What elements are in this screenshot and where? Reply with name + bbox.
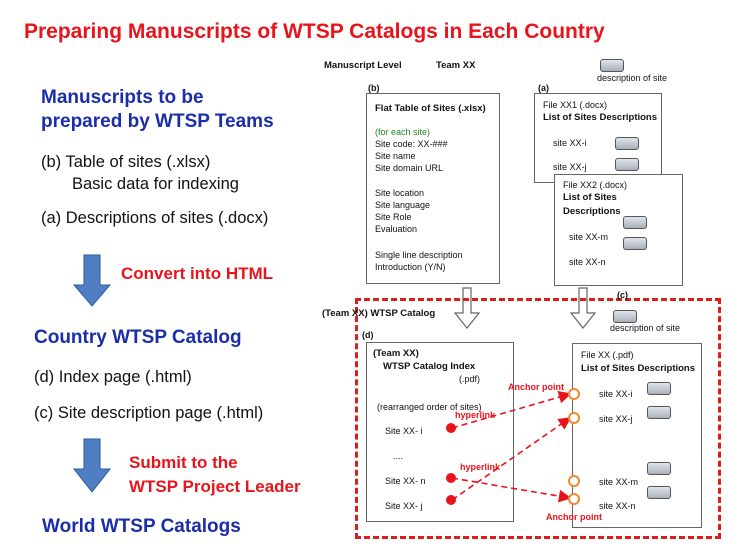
file-xx1-box: File XX1 (.docx) List of Sites Descripti… [534, 93, 662, 183]
description-pill-icon [600, 59, 624, 72]
description-pill-icon [623, 237, 647, 250]
field-site-language: Site language [375, 200, 431, 210]
field-evaluation: Evaluation [375, 224, 418, 234]
file-xx2-name: File XX2 (.docx) [563, 180, 628, 190]
file-xx1-title: List of Sites Descriptions [543, 112, 658, 123]
description-pill-icon [613, 310, 637, 323]
file-xx1-site-i: site XX-i [553, 138, 587, 148]
hyperlink-dot-n [446, 473, 456, 483]
hollow-arrow-a [569, 287, 597, 329]
file-xx2-site-m: site XX-m [569, 232, 609, 242]
field-site-name: Site name [375, 151, 416, 161]
catalog-legend: description of site [610, 323, 681, 333]
anchor-point-label-bottom: Anchor point [546, 512, 602, 522]
description-pill-icon [615, 158, 639, 171]
item-descriptions: (a) Descriptions of sites (.docx) [41, 209, 269, 227]
field-introduction: Introduction (Y/N) [375, 262, 446, 272]
hyperlink-label-mid: hyperlink [460, 462, 501, 472]
link-site-i [451, 390, 572, 429]
down-arrow-submit [72, 438, 112, 493]
item-table-of-sites: (b) Table of sites (.xlsx) [41, 153, 211, 171]
catalog-index-box: (Team XX) WTSP Catalog Index (.pdf) (rea… [366, 342, 514, 522]
file-xx2-site-n: site XX-n [569, 257, 606, 267]
page-title: Preparing Manuscripts of WTSP Catalogs i… [24, 20, 605, 43]
section-world-catalogs: World WTSP Catalogs [42, 516, 241, 537]
team-catalog-region [355, 298, 721, 539]
tag-d: (d) [362, 330, 374, 340]
description-pill-icon [647, 382, 671, 395]
item-site-description-page: (c) Site description page (.html) [34, 404, 264, 422]
file-xx2-title-l1: List of Sites [563, 192, 617, 203]
hyperlink-label-top: hyperlink [455, 410, 496, 420]
link-site-j [451, 417, 572, 501]
site-descriptions-box: File XX (.pdf) List of Sites Description… [572, 343, 702, 528]
index-site-j: Site XX- j [385, 501, 423, 511]
team-catalog-label: (Team XX) WTSP Catalog [322, 308, 436, 319]
submit-label-l1: Submit to the [129, 453, 238, 472]
section-manuscripts-l2: prepared by WTSP Teams [41, 111, 274, 132]
descriptions-title: List of Sites Descriptions [581, 363, 696, 374]
down-arrow-convert [72, 254, 112, 307]
item-basic-data: Basic data for indexing [72, 175, 239, 193]
hyperlink-dot-i [446, 423, 456, 433]
for-each-site: (for each site) [375, 127, 431, 137]
index-ellipsis: .... [393, 451, 404, 461]
tag-b: (b) [368, 83, 380, 93]
index-order-note: (rearranged order of sites) [377, 402, 482, 412]
hyperlink-dot-j [446, 495, 456, 505]
field-single-line: Single line description [375, 250, 463, 260]
index-team: (Team XX) [373, 348, 419, 359]
description-pill-icon [647, 406, 671, 419]
anchor-point-label-top: Anchor point [508, 382, 564, 392]
description-pill-icon [623, 216, 647, 229]
item-index-page: (d) Index page (.html) [34, 368, 192, 386]
field-site-code: Site code: XX-### [375, 139, 448, 149]
field-site-role: Site Role [375, 212, 412, 222]
description-pill-icon [647, 462, 671, 475]
tag-a: (a) [538, 83, 549, 93]
descriptions-site-m: site XX-m [599, 477, 639, 487]
index-site-i: Site XX- i [385, 426, 423, 436]
anchor-ring-i [568, 388, 580, 400]
file-xx2-box: File XX2 (.docx) List of Sites Descripti… [554, 174, 683, 286]
description-pill-icon [615, 137, 639, 150]
file-xx1-name: File XX1 (.docx) [543, 100, 608, 110]
file-xx1-site-j: site XX-j [553, 162, 587, 172]
manuscript-level-label: Manuscript Level [324, 60, 402, 71]
anchor-ring-n [568, 493, 580, 505]
anchor-ring-j [568, 412, 580, 424]
flat-table-box: Flat Table of Sites (.xlsx) (for each si… [366, 93, 500, 284]
convert-label: Convert into HTML [121, 264, 274, 283]
tag-c: (c) [617, 290, 628, 300]
submit-label-l2: WTSP Project Leader [129, 477, 301, 496]
descriptions-site-j: site XX-j [599, 414, 633, 424]
anchor-ring-m [568, 475, 580, 487]
legend-description: description of site [597, 73, 668, 83]
description-pill-icon [647, 486, 671, 499]
descriptions-file: File XX (.pdf) [581, 350, 634, 360]
field-site-location: Site location [375, 188, 425, 198]
index-ext: (.pdf) [459, 374, 481, 384]
file-xx2-title-l2: Descriptions [563, 206, 621, 217]
index-site-n: Site XX- n [385, 476, 426, 486]
descriptions-site-i: site XX-i [599, 389, 633, 399]
section-manuscripts-l1: Manuscripts to be [41, 87, 204, 108]
team-label: Team XX [436, 60, 476, 71]
hollow-arrow-b [453, 287, 481, 329]
field-site-url: Site domain URL [375, 163, 444, 173]
flat-table-title: Flat Table of Sites (.xlsx) [375, 103, 486, 114]
descriptions-site-n: site XX-n [599, 501, 636, 511]
index-title: WTSP Catalog Index [383, 361, 476, 372]
section-country-catalog: Country WTSP Catalog [34, 327, 242, 348]
